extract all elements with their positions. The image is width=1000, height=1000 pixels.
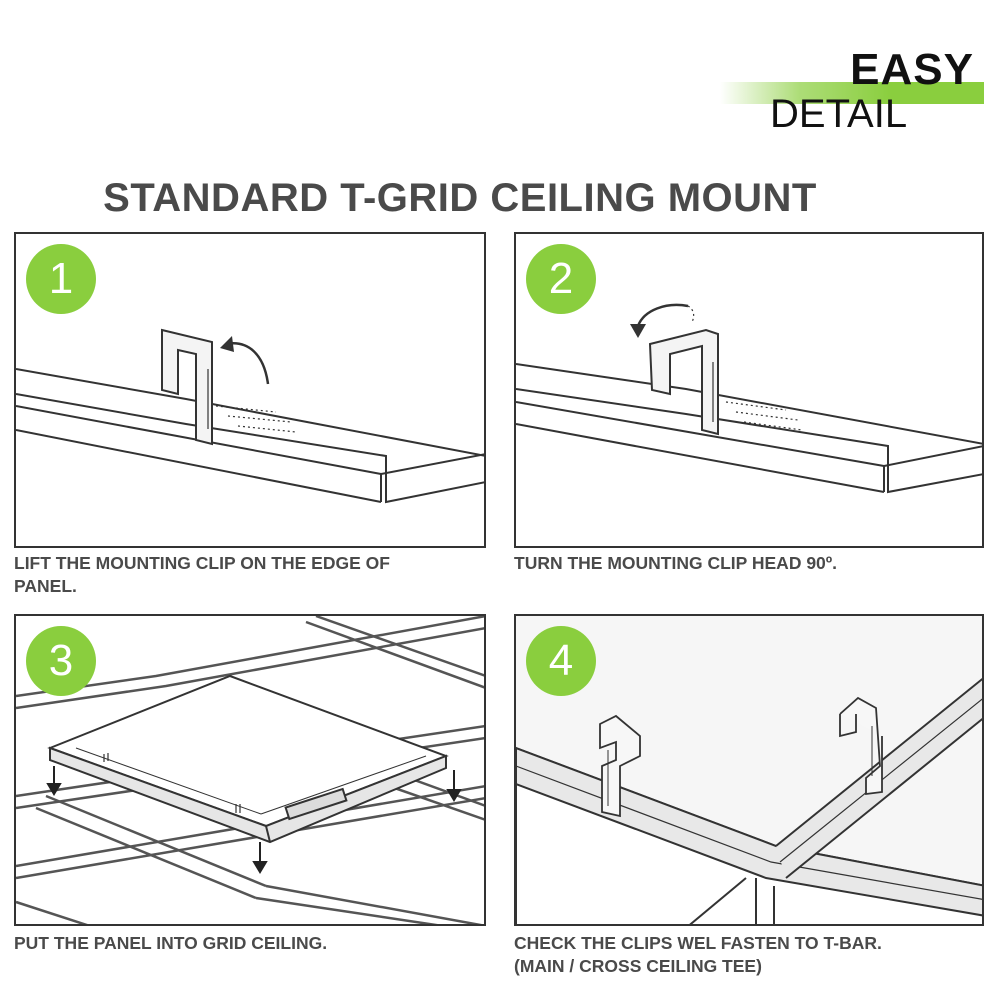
step-1-panel: 1	[14, 232, 486, 548]
step-2-badge: 2	[526, 244, 596, 314]
step-3-panel: 3	[14, 614, 486, 926]
step-4-caption: CHECK THE CLIPS WEL FASTEN TO T-BAR. (MA…	[514, 933, 882, 976]
step-1-illustration	[16, 328, 484, 504]
step-4-badge: 4	[526, 626, 596, 696]
step-3-illustration	[16, 616, 484, 924]
brand-line-1: EASY	[850, 45, 974, 94]
brand-accent-bar	[720, 82, 984, 104]
brand-logo: EASY DETAIL	[720, 46, 984, 136]
step-3-caption: PUT THE PANEL INTO GRID CEILING.	[14, 933, 328, 953]
step-2-illustration	[516, 303, 982, 494]
page-title: STANDARD T-GRID CEILING MOUNT	[103, 176, 817, 220]
step-2-caption: TURN THE MOUNTING CLIP HEAD 90º.	[514, 553, 838, 573]
brand-line-2: DETAIL	[770, 92, 908, 136]
step-2-panel: 2	[514, 232, 984, 548]
step-3-badge: 3	[26, 626, 96, 696]
step-4-panel: 4	[514, 614, 984, 926]
step-1-caption: LIFT THE MOUNTING CLIP ON THE EDGE OF PA…	[14, 553, 390, 596]
step-1-badge: 1	[26, 244, 96, 314]
